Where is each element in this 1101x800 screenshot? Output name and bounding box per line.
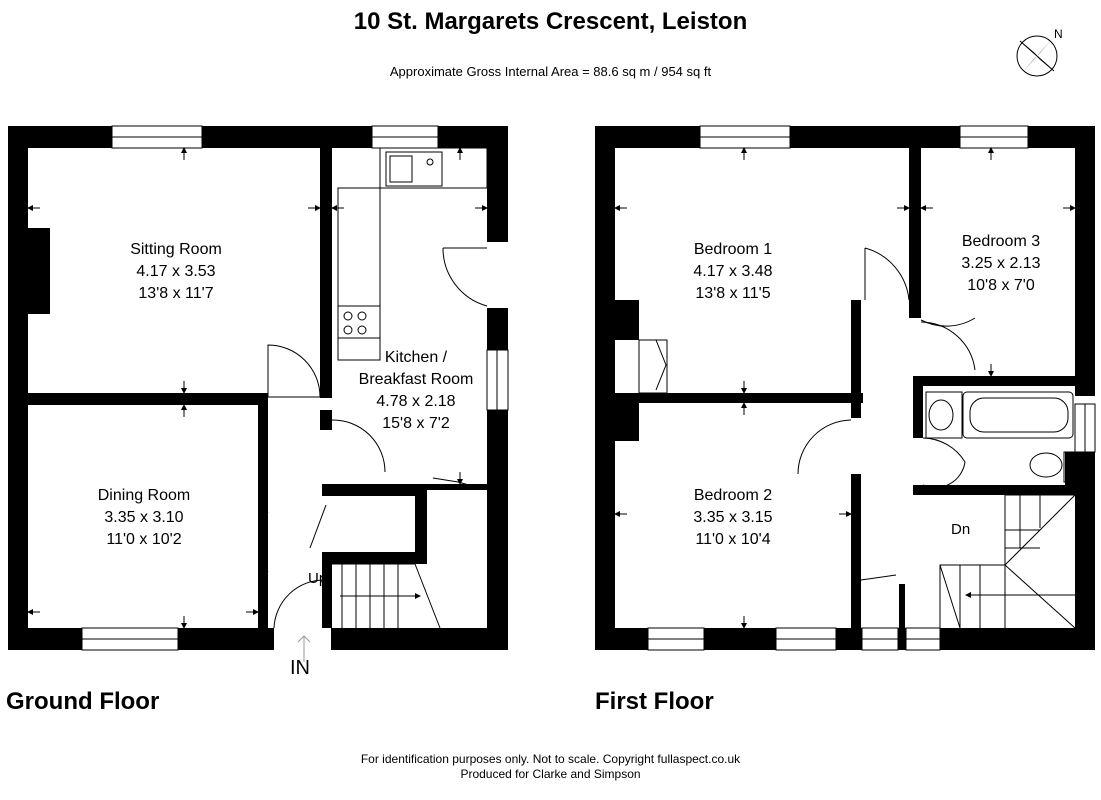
room-imperial: 11'0 x 10'2 bbox=[106, 531, 181, 548]
room-name: Sitting Room bbox=[130, 241, 222, 258]
room-name: Bedroom 3 bbox=[962, 233, 1040, 250]
ground-stairs-label: Up bbox=[308, 570, 327, 587]
footer-copyright: For identification purposes only. Not to… bbox=[360, 752, 741, 766]
room-imperial: 15'8 x 7'2 bbox=[382, 415, 450, 432]
room-metric: 4.17 x 3.53 bbox=[136, 263, 215, 280]
first-floor-label: First Floor bbox=[595, 688, 714, 715]
room-name: Bedroom 2 bbox=[694, 487, 772, 504]
ground-floor-plan: IN Up Sitting Room 4.17 x 3.53 13'8 x 11… bbox=[8, 125, 509, 679]
footer-produced-for: Produced for Clarke and Simpson bbox=[460, 767, 641, 781]
ground-floor-label: Ground Floor bbox=[6, 688, 160, 715]
room-name: Bedroom 1 bbox=[694, 241, 772, 258]
page-title: 10 St. Margarets Crescent, Leiston bbox=[353, 8, 748, 35]
compass-north-label: N bbox=[1054, 27, 1063, 41]
first-floor-plan: Dn Bedroom 1 4.17 x 3.48 13'8 x 11'5 Bed… bbox=[595, 125, 1096, 651]
room-metric: 3.35 x 3.10 bbox=[104, 509, 183, 526]
room-metric: 3.35 x 3.15 bbox=[693, 509, 772, 526]
gross-area-subtitle: Approximate Gross Internal Area = 88.6 s… bbox=[389, 64, 712, 79]
room-name: Dining Room bbox=[98, 487, 190, 504]
footer: For identification purposes only. Not to… bbox=[0, 752, 1101, 782]
compass-icon: N bbox=[1016, 27, 1063, 77]
room-metric: 4.78 x 2.18 bbox=[376, 393, 455, 410]
room-imperial: 13'8 x 11'5 bbox=[695, 285, 770, 302]
first-stairs-label: Dn bbox=[951, 521, 970, 538]
room-metric: 4.17 x 3.48 bbox=[693, 263, 772, 280]
room-metric: 3.25 x 2.13 bbox=[961, 255, 1040, 272]
entrance-label: IN bbox=[290, 657, 310, 679]
room-imperial: 10'8 x 7'0 bbox=[967, 277, 1035, 294]
room-name: Kitchen / bbox=[385, 349, 448, 366]
room-name-continued: Breakfast Room bbox=[359, 371, 474, 388]
room-imperial: 13'8 x 11'7 bbox=[138, 285, 213, 302]
room-imperial: 11'0 x 10'4 bbox=[695, 531, 770, 548]
